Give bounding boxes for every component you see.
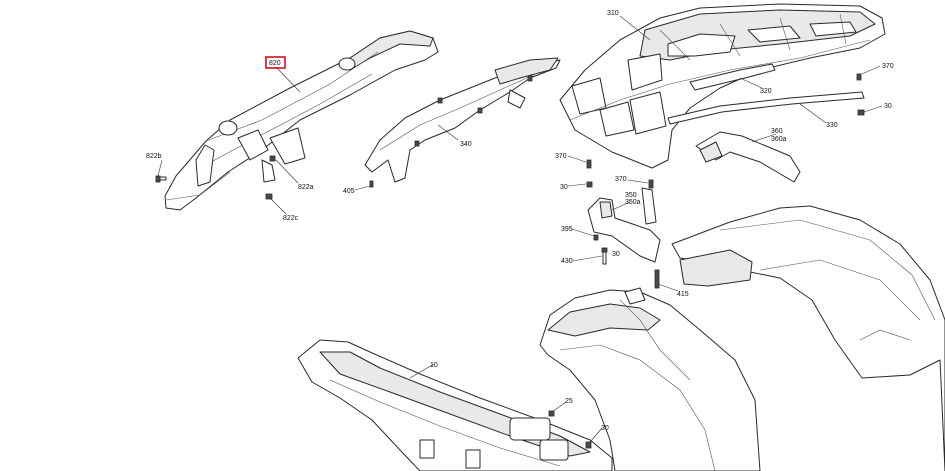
callout-320[interactable]: 320: [760, 88, 772, 95]
callout-310[interactable]: 310: [607, 10, 619, 17]
callout-30-top[interactable]: 30: [884, 103, 892, 110]
part-310-rear-rack[interactable]: [559, 3, 886, 169]
callout-350[interactable]: 350: [625, 192, 637, 199]
callout-360[interactable]: 360: [771, 128, 783, 135]
part-10-frame[interactable]: [297, 339, 613, 471]
callout-30-bottom[interactable]: 30: [601, 425, 609, 432]
center-fender[interactable]: [539, 287, 761, 471]
callout-820[interactable]: 820: [269, 60, 281, 67]
highlight-box-820: [265, 56, 286, 69]
callout-30-lower[interactable]: 30: [612, 251, 620, 258]
part-350-bracket[interactable]: [587, 187, 661, 263]
callout-822c[interactable]: 822c: [283, 215, 299, 222]
callout-370-lower[interactable]: 370: [615, 176, 627, 183]
leader-lines: [157, 15, 883, 443]
callout-340[interactable]: 340: [460, 141, 472, 148]
callout-30-mid[interactable]: 30: [560, 184, 568, 191]
part-330-rail[interactable]: [667, 91, 865, 125]
part-360-bracket[interactable]: [695, 131, 801, 183]
callout-330[interactable]: 330: [826, 122, 838, 129]
callout-415[interactable]: 415: [677, 291, 689, 298]
callout-10[interactable]: 10: [430, 362, 438, 369]
part-320-rail[interactable]: [689, 63, 776, 91]
callout-350a[interactable]: 350a: [625, 199, 641, 206]
right-fender[interactable]: [671, 205, 945, 471]
callout-822a[interactable]: 822a: [298, 184, 314, 191]
part-820-side-rail[interactable]: [164, 30, 439, 211]
hardware-fasteners-right[interactable]: [586, 73, 865, 289]
callout-430[interactable]: 430: [561, 258, 573, 265]
callout-25[interactable]: 25: [565, 398, 573, 405]
callout-370-mid[interactable]: 370: [555, 153, 567, 160]
callout-370-top[interactable]: 370: [882, 63, 894, 70]
callout-360a[interactable]: 360a: [771, 136, 787, 143]
callout-395[interactable]: 395: [561, 226, 573, 233]
callout-405[interactable]: 405: [343, 188, 355, 195]
callout-822b[interactable]: 822b: [146, 153, 162, 160]
callout-labels: 820 822b 822a 822c 340 405 310 320 370 3…: [146, 10, 894, 432]
part-340-bracket[interactable]: [364, 57, 561, 188]
